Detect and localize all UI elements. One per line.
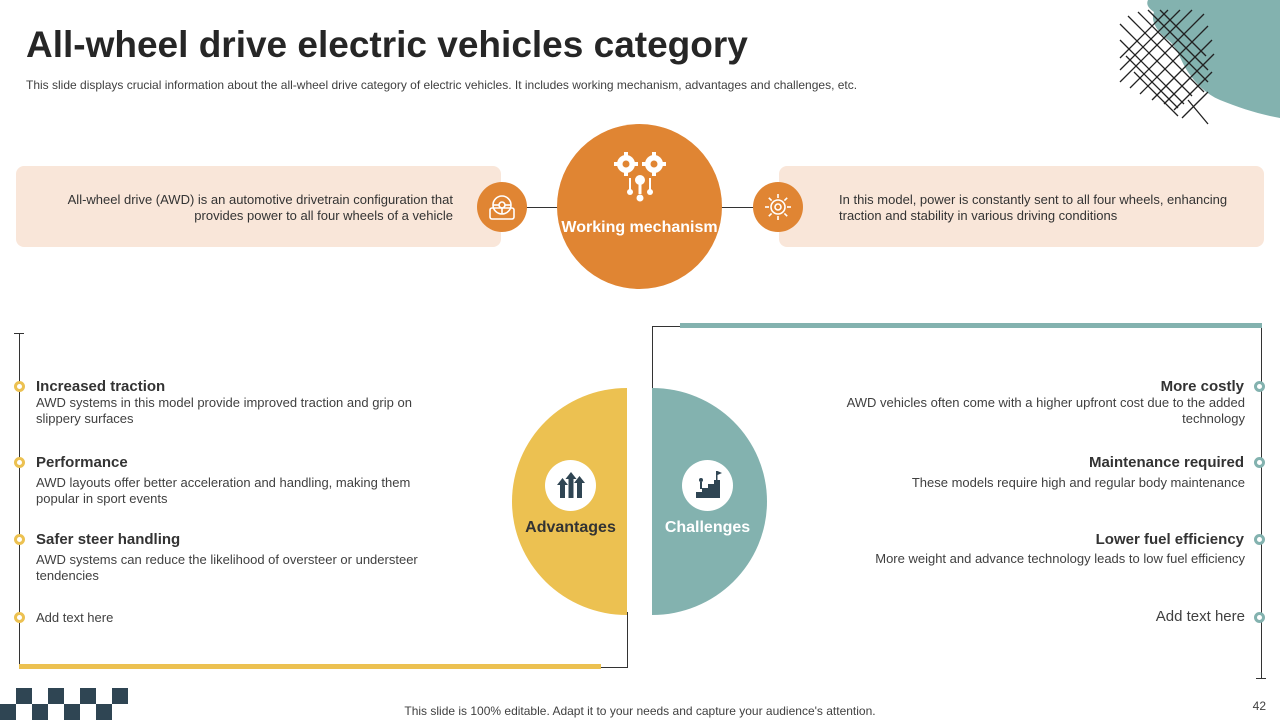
challenges-half-circle: Challenges bbox=[652, 388, 767, 615]
challenges-label: Challenges bbox=[664, 519, 751, 536]
adv-dot-1 bbox=[14, 381, 25, 392]
page-subtitle: This slide displays crucial information … bbox=[26, 78, 858, 92]
gears-network-icon bbox=[614, 152, 666, 202]
working-right-icon-badge bbox=[753, 182, 803, 232]
chal-dot-1 bbox=[1254, 381, 1265, 392]
working-left-text: All-wheel drive (AWD) is an automotive d… bbox=[67, 192, 453, 223]
working-left-box: All-wheel drive (AWD) is an automotive d… bbox=[16, 166, 501, 247]
adv-bracket-vertical bbox=[19, 333, 20, 669]
adv-dot-4 bbox=[14, 612, 25, 623]
chal-item-2-title: Maintenance required bbox=[1088, 454, 1244, 471]
adv-item-2-desc: AWD layouts offer better acceleration an… bbox=[36, 475, 411, 506]
chal-dot-3 bbox=[1254, 534, 1265, 545]
adv-item-1-title: Increased traction bbox=[36, 378, 166, 395]
adv-item-2-title: Performance bbox=[36, 454, 128, 471]
adv-item-3-desc: AWD systems can reduce the likelihood of… bbox=[36, 552, 418, 583]
adv-yellow-bar bbox=[19, 664, 601, 669]
chal-item-1-title: More costly bbox=[1160, 378, 1244, 395]
advantages-icon-badge bbox=[545, 460, 596, 511]
chal-item-3-desc: More weight and advance technology leads… bbox=[875, 551, 1245, 566]
adv-item-3-title: Safer steer handling bbox=[36, 531, 181, 548]
steering-wheel-icon bbox=[489, 195, 515, 220]
chal-bracket-vertical bbox=[1261, 326, 1262, 678]
chal-item-3-title: Lower fuel efficiency bbox=[1095, 531, 1244, 548]
working-mechanism-circle: Working mechanism bbox=[557, 124, 722, 289]
chal-item-1-desc: AWD vehicles often come with a higher up… bbox=[846, 395, 1245, 426]
growth-arrows-icon bbox=[557, 472, 585, 498]
adv-item-1-desc: AWD systems in this model provide improv… bbox=[36, 395, 412, 426]
chal-placeholder-text[interactable]: Add text here bbox=[1155, 608, 1245, 625]
climbing-stairs-flag-icon bbox=[696, 471, 722, 498]
chal-dot-4 bbox=[1254, 612, 1265, 623]
chal-teal-bar bbox=[680, 323, 1262, 328]
adv-bracket-right-vertical bbox=[627, 612, 628, 668]
gear-settings-icon bbox=[765, 194, 791, 220]
page-title: All-wheel drive electric vehicles catego… bbox=[26, 24, 748, 65]
working-mechanism-label: Working mechanism bbox=[561, 219, 718, 236]
page-number: 42 bbox=[1252, 699, 1266, 713]
advantages-label: Advantages bbox=[525, 519, 616, 536]
chal-bracket-bottom-tick bbox=[1256, 678, 1266, 679]
chal-bracket-left-vertical bbox=[652, 326, 653, 388]
adv-dot-3 bbox=[14, 534, 25, 545]
adv-dot-2 bbox=[14, 457, 25, 468]
connector-right bbox=[721, 207, 755, 208]
teal-brush-decoration bbox=[1119, 0, 1280, 125]
challenges-icon-badge bbox=[682, 460, 733, 511]
footer-note: This slide is 100% editable. Adapt it to… bbox=[404, 704, 876, 718]
advantages-half-circle: Advantages bbox=[512, 388, 627, 615]
working-right-text: In this model, power is constantly sent … bbox=[839, 192, 1228, 223]
connector-left bbox=[525, 207, 559, 208]
adv-placeholder-text[interactable]: Add text here bbox=[36, 610, 114, 625]
working-right-box: In this model, power is constantly sent … bbox=[779, 166, 1264, 247]
working-left-icon-badge bbox=[477, 182, 527, 232]
adv-bracket-top-tick bbox=[14, 333, 24, 334]
chal-dot-2 bbox=[1254, 457, 1265, 468]
chal-item-2-desc: These models require high and regular bo… bbox=[911, 475, 1245, 490]
checker-decoration bbox=[0, 688, 128, 720]
